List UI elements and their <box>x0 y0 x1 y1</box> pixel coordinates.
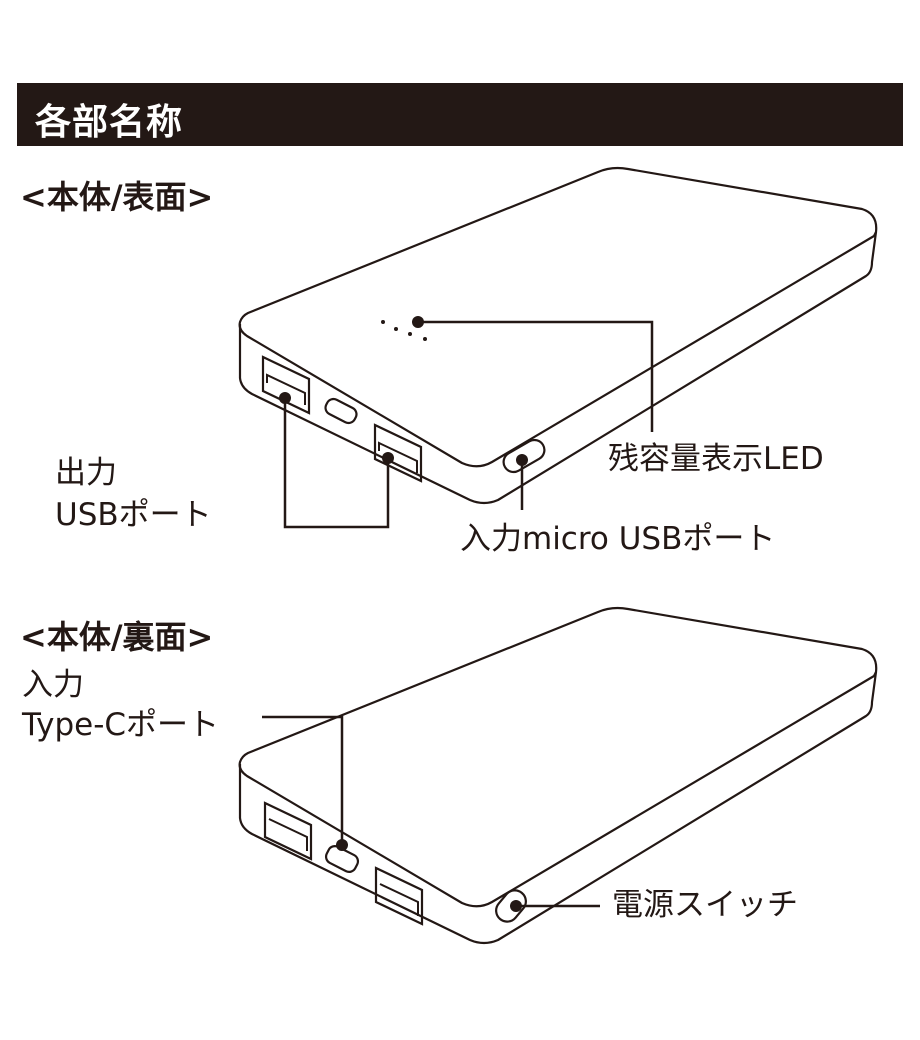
label-led: 残容量表示LED <box>608 441 824 477</box>
usb-port-1 <box>261 355 311 415</box>
front-heading: <本体/表面> <box>20 178 214 216</box>
section-title: 各部名称 <box>35 102 184 143</box>
label-micro-input: 入力micro USBポート <box>460 521 776 557</box>
usb-port-2 <box>373 423 423 483</box>
micro-usb-port <box>502 438 546 474</box>
section-header: 各部名称 <box>17 83 903 146</box>
power-switch <box>495 889 527 923</box>
power-bank-front <box>238 166 878 529</box>
usb-port-2 <box>374 866 424 926</box>
power-bank-back <box>238 606 878 945</box>
label-typec-2: Type-Cポート <box>22 707 220 743</box>
label-typec-1: 入力 <box>22 667 84 703</box>
label-output-1: 出力 <box>55 455 117 491</box>
led-indicators <box>381 320 427 341</box>
port-slot <box>324 397 358 425</box>
leader-lines-back <box>262 715 600 908</box>
typec-port <box>324 845 360 873</box>
label-output-2: USBポート <box>55 497 212 533</box>
back-heading: <本体/裏面> <box>20 618 214 656</box>
leader-lines <box>283 320 654 529</box>
usb-port-1 <box>263 801 313 861</box>
label-power-switch: 電源スイッチ <box>612 887 798 923</box>
